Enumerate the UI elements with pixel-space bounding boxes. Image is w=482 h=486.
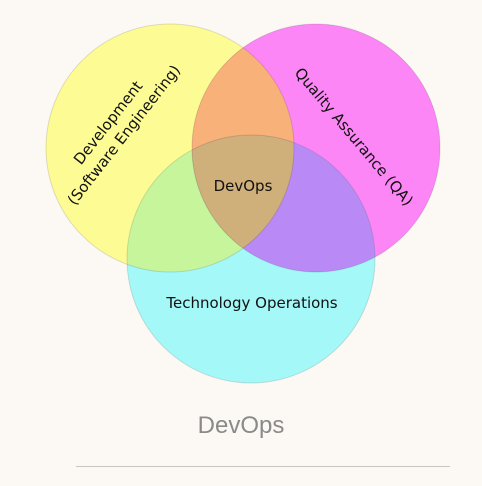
venn-diagram: Development (Software Engineering) Quali…	[45, 23, 441, 384]
operations-label: Technology Operations	[165, 294, 337, 312]
figure-caption: DevOps	[197, 412, 285, 439]
divider	[76, 466, 450, 467]
center-label: DevOps	[214, 177, 273, 195]
